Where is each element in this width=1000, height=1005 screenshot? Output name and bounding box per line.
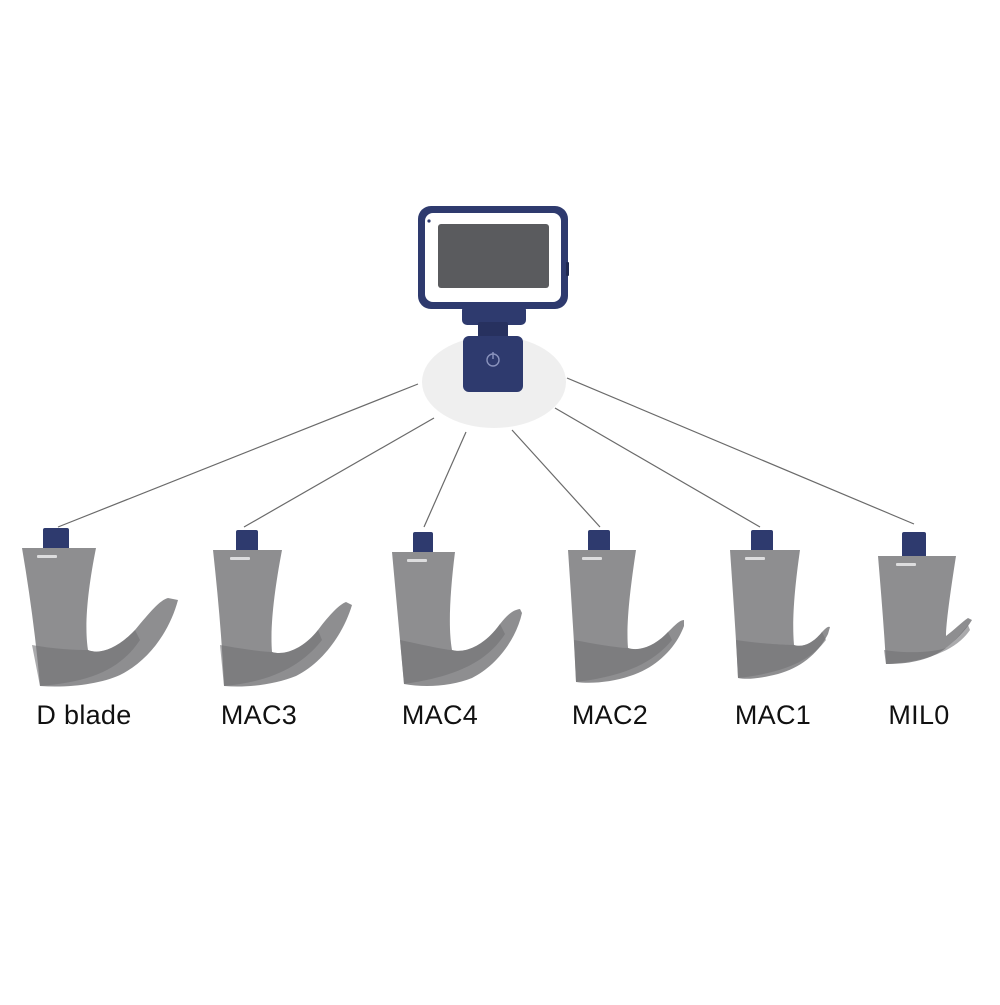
blade-connector-d-blade — [43, 528, 69, 550]
connector-line-mac4 — [423, 431, 467, 528]
blade-logo-mark-mac4 — [407, 559, 427, 562]
blade-mil0 — [878, 532, 972, 664]
connector-line-mac3 — [243, 417, 435, 528]
blade-label-mac3: MAC3 — [220, 700, 298, 730]
blade-connector-mac2 — [588, 530, 610, 552]
video-laryngoscope — [418, 206, 569, 392]
blade-d-blade — [22, 528, 178, 687]
connector-line-mac2 — [511, 429, 601, 528]
blade-connector-mac3 — [236, 530, 258, 552]
blade-mac1 — [730, 530, 830, 679]
blade-label-mac1: MAC1 — [734, 700, 812, 730]
blade-logo-mark-d-blade — [37, 555, 57, 558]
connector-lines — [57, 377, 915, 528]
blade-body-mil0 — [878, 556, 972, 664]
blade-base-mil0 — [884, 625, 970, 664]
power-side-button — [566, 262, 569, 276]
hinge-joint — [462, 305, 526, 325]
blade-mac3 — [213, 530, 352, 687]
blade-logo-mark-mil0 — [896, 563, 916, 566]
blade-logo-mark-mac2 — [582, 557, 602, 560]
hinge-neck — [478, 322, 508, 338]
blade-logo-mark-mac1 — [745, 557, 765, 560]
blade-connector-mac1 — [751, 530, 773, 552]
blade-base-mac3 — [220, 630, 322, 686]
connector-line-d-blade — [57, 383, 419, 528]
blade-label-d-blade: D blade — [36, 700, 132, 730]
connector-line-mac1 — [554, 407, 761, 528]
blade-mac4 — [392, 532, 522, 686]
blade-mac2 — [568, 530, 684, 683]
blade-connector-mac4 — [413, 532, 433, 554]
blade-base-mac1 — [736, 632, 826, 678]
blade-label-mil0: MIL0 — [888, 700, 950, 730]
blades-layer — [22, 528, 972, 687]
blade-base-mac2 — [574, 632, 672, 682]
blade-connector-mil0 — [902, 532, 926, 558]
connector-line-mil0 — [566, 377, 915, 525]
blade-logo-mark-mac3 — [230, 557, 250, 560]
blade-base-mac4 — [400, 624, 505, 684]
blade-label-mac2: MAC2 — [571, 700, 649, 730]
handle-body — [463, 336, 523, 392]
blade-label-mac4: MAC4 — [401, 700, 479, 730]
blade-base-d-blade — [32, 630, 140, 686]
monitor-indicator-light — [427, 219, 431, 223]
monitor-screen — [438, 224, 549, 288]
